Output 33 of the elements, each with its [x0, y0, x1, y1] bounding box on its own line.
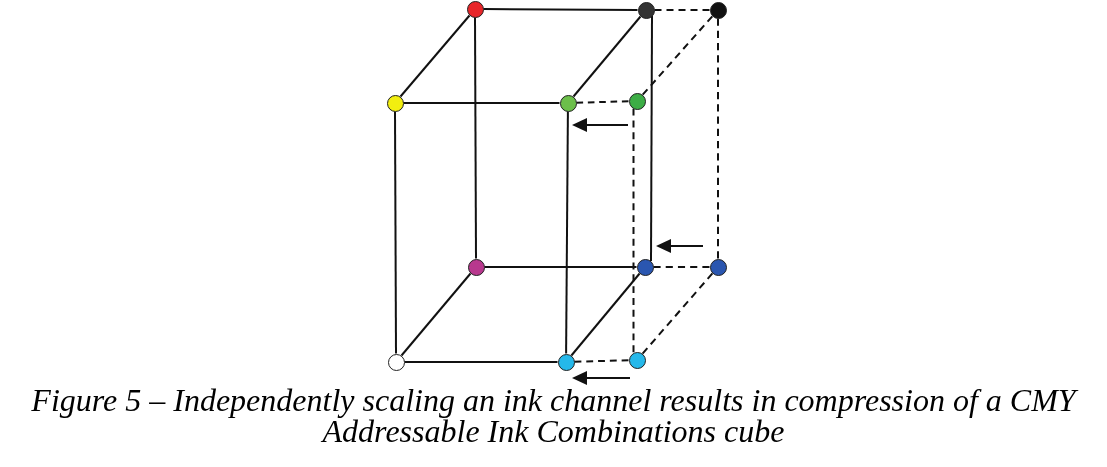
vertex-dot [557, 353, 575, 371]
cube-edge [565, 110, 569, 355]
vertex-dot [636, 258, 654, 276]
cube-edge [400, 272, 472, 357]
vertex-dot [559, 94, 577, 112]
dashed-edge [717, 17, 719, 260]
vertex-dot [386, 94, 404, 112]
dashed-edge [641, 272, 714, 355]
dashed-edge [632, 107, 635, 354]
vertex-dot [466, 0, 484, 18]
cube-edge [570, 272, 641, 357]
cube-edge [482, 8, 639, 11]
figure-caption: Figure 5 – Independently scaling an ink channel results in compression of a CMY Addressable Ink Combinations cube [20, 385, 1087, 447]
cube-edge [650, 15, 653, 262]
cube-edge [572, 15, 642, 98]
cube-edge [402, 102, 561, 104]
vertex-dot [387, 353, 405, 371]
dashed-edge [641, 15, 714, 96]
dashed-edge [573, 359, 630, 363]
vertex-dot [637, 1, 655, 19]
dashed-edge [652, 266, 711, 268]
dashed-edge [653, 9, 711, 11]
cube-edge [474, 16, 477, 260]
cube-edge [394, 110, 397, 355]
vertex-dot [628, 92, 646, 110]
cube-edge [403, 361, 559, 363]
vertex-dot [628, 351, 646, 369]
vertex-dot [709, 258, 727, 276]
vertex-dot [709, 1, 727, 19]
dashed-edge [575, 100, 630, 104]
vertex-dot [467, 258, 485, 276]
cube-edge [483, 266, 638, 268]
cube-edge [399, 14, 471, 98]
